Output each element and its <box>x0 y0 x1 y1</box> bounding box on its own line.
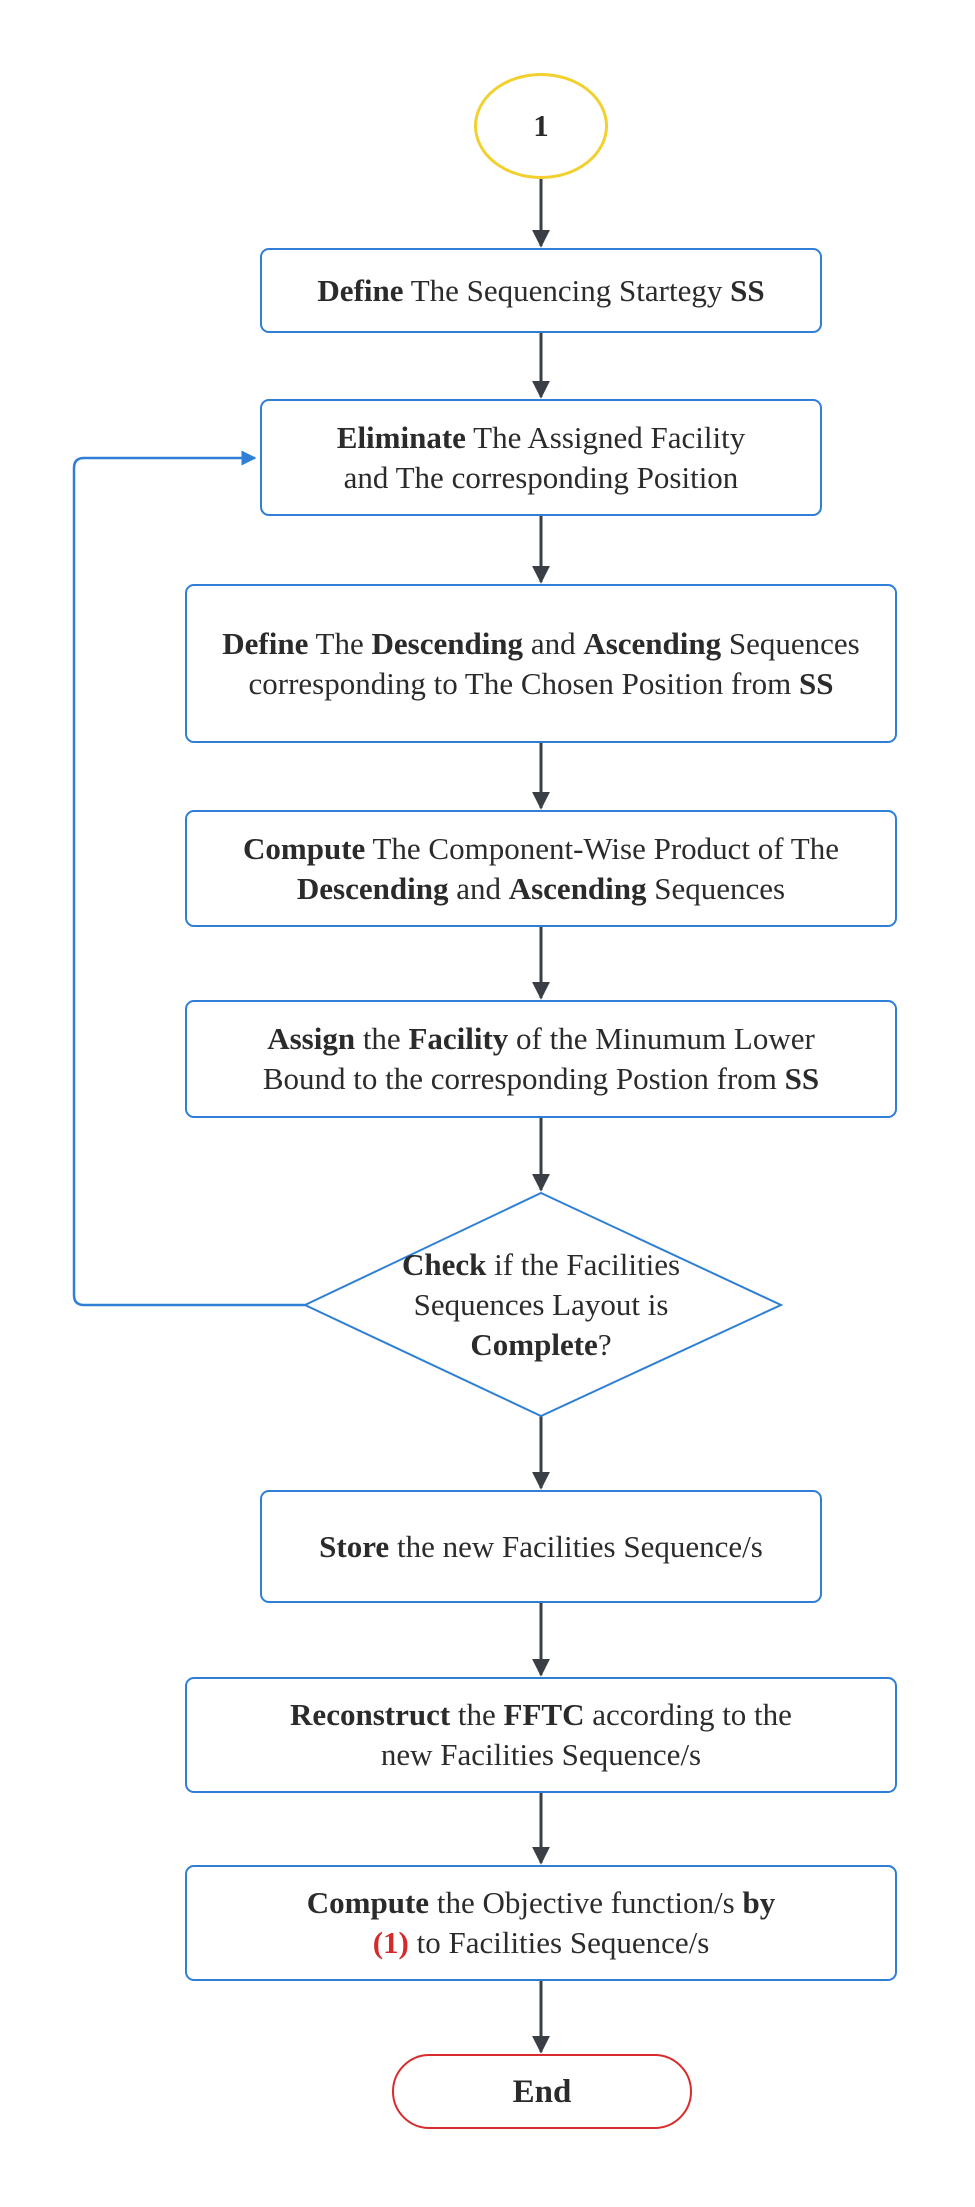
keyword: Assign <box>267 1021 356 1056</box>
check-decision-text-box: Check if the Facilities Sequences Layout… <box>340 1235 742 1375</box>
keyword: Define <box>317 272 404 308</box>
keyword: Ascending <box>508 870 647 906</box>
keyword: Check <box>401 1247 487 1282</box>
text-run: The Assigned Facility and The correspond… <box>343 419 746 495</box>
text-run: the Objective function/s <box>429 1885 743 1920</box>
keyword: Descending <box>371 625 524 661</box>
define-sequences-step: Define The Descending and Ascending Sequ… <box>185 584 897 743</box>
loop-back-line <box>72 450 305 1307</box>
end-node: End <box>392 2054 692 2129</box>
text-run: Sequences <box>646 870 786 906</box>
equation-reference: (1) <box>372 1925 409 1960</box>
keyword: SS <box>799 665 834 701</box>
keyword: FFTC <box>503 1697 585 1732</box>
assign-text: Assign the Facility of the Minumum Lower… <box>242 1019 840 1099</box>
start-node: 1 <box>474 73 608 179</box>
text-run: ? <box>597 1327 612 1362</box>
keyword: Complete <box>470 1327 598 1362</box>
text-run: the <box>355 1021 409 1056</box>
text-run: to Facilities Sequence/s <box>408 1925 710 1960</box>
store-step: Store the new Facilities Sequence/s <box>260 1490 822 1603</box>
reconstruct-step: Reconstruct the FFTC according to the ne… <box>185 1677 897 1793</box>
keyword: Compute <box>306 1885 430 1920</box>
text-run: and <box>448 870 509 906</box>
keyword: Compute <box>243 830 366 866</box>
text-run: the new Facilities Sequence/s <box>389 1528 763 1564</box>
text-run: according to the new Facilities Sequence… <box>380 1697 792 1772</box>
keyword: by <box>742 1885 776 1920</box>
text-run: if the Facilities Sequences Layout is <box>413 1247 681 1322</box>
text-run: and <box>523 625 584 661</box>
assign-step: Assign the Facility of the Minumum Lower… <box>185 1000 897 1118</box>
reconstruct-text: Reconstruct the FFTC according to the ne… <box>277 1695 805 1775</box>
text-run: The <box>308 625 372 661</box>
start-label: 1 <box>533 108 549 143</box>
keyword: SS <box>784 1061 820 1096</box>
keyword: Reconstruct <box>290 1697 451 1732</box>
keyword: Define <box>222 625 309 661</box>
keyword: Descending <box>296 870 449 906</box>
keyword: SS <box>730 272 765 308</box>
text-run: of the Minumum Lower Bound to the corres… <box>262 1021 815 1096</box>
compute-product-text: Compute The Component-Wise Product of Th… <box>217 829 865 909</box>
keyword: Eliminate <box>336 419 466 455</box>
text-run: Sequences corresponding to The Chosen Po… <box>248 625 860 701</box>
compute-product-step: Compute The Component-Wise Product of Th… <box>185 810 897 927</box>
text-run: The Component-Wise Product of The <box>365 830 839 866</box>
compute-objective-text: Compute the Objective function/s by (1) … <box>287 1883 795 1963</box>
store-text: Store the new Facilities Sequence/s <box>319 1527 763 1567</box>
define-sequences-text: Define The Descending and Ascending Sequ… <box>211 624 871 704</box>
keyword: Ascending <box>583 625 722 661</box>
text-run: the <box>450 1697 504 1732</box>
check-text: Check if the Facilities Sequences Layout… <box>350 1245 732 1365</box>
compute-objective-step: Compute the Objective function/s by (1) … <box>185 1865 897 1981</box>
define-ss-text: Define The Sequencing Startegy SS <box>317 271 764 311</box>
keyword: Store <box>319 1528 390 1564</box>
text-run: The Sequencing Startegy <box>403 272 731 308</box>
define-ss-step: Define The Sequencing Startegy SS <box>260 248 822 333</box>
end-label: End <box>512 2073 572 2110</box>
check-diamond <box>302 1191 784 1418</box>
eliminate-step: Eliminate The Assigned Facility and The … <box>260 399 822 516</box>
eliminate-text: Eliminate The Assigned Facility and The … <box>322 418 760 498</box>
keyword: Facility <box>408 1021 509 1056</box>
